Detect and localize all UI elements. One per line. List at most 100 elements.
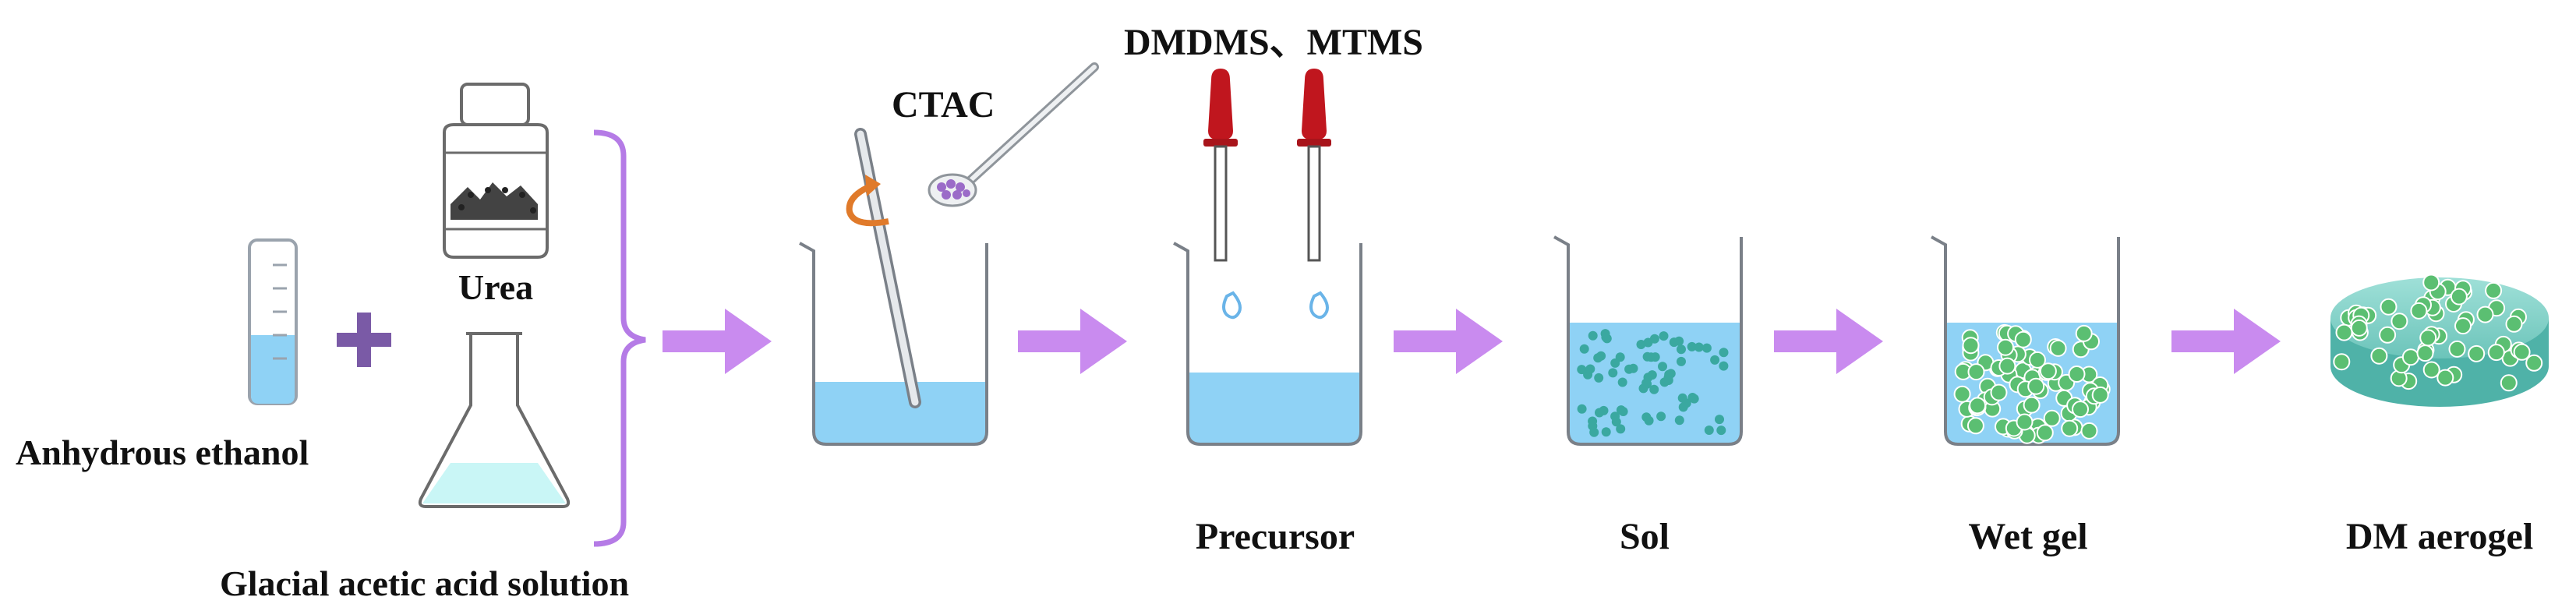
sol-particle bbox=[1594, 373, 1604, 383]
sol-particle bbox=[1608, 368, 1618, 378]
beaker-icon bbox=[799, 242, 988, 446]
sol-particle bbox=[1710, 355, 1720, 365]
sol-particle bbox=[1701, 343, 1712, 353]
sol-particle bbox=[1681, 398, 1691, 408]
plus-icon bbox=[337, 313, 391, 367]
bottle-icon bbox=[443, 83, 549, 259]
aerogel-particle bbox=[2476, 306, 2494, 323]
sol-label: Sol bbox=[1620, 516, 1670, 557]
gel-particle bbox=[2075, 324, 2093, 342]
gel-particle bbox=[2016, 413, 2034, 431]
gel-particle bbox=[2072, 401, 2089, 419]
sol-particle bbox=[1647, 370, 1657, 380]
gel-particle bbox=[1967, 363, 1985, 381]
aerogel-particle bbox=[2350, 319, 2368, 337]
gel-particle bbox=[1953, 385, 1971, 403]
dropper-icon bbox=[1297, 69, 1331, 262]
gel-particle bbox=[1969, 397, 1987, 415]
beaker-icon bbox=[1173, 242, 1362, 446]
sol-particle bbox=[1596, 351, 1606, 361]
sol-particle bbox=[1610, 358, 1620, 368]
gel-particle bbox=[2043, 409, 2061, 427]
arrow-icon bbox=[2171, 309, 2281, 374]
gel-particles bbox=[1953, 323, 2111, 444]
sol-particle bbox=[1704, 426, 1714, 435]
aerogel-particle bbox=[2370, 347, 2388, 365]
test-tube-icon bbox=[248, 238, 298, 405]
sol-particle bbox=[1589, 427, 1599, 437]
sol-particle bbox=[1624, 364, 1634, 374]
sol-particle bbox=[1646, 352, 1656, 362]
gel-particle bbox=[2068, 366, 2086, 383]
sol-particle bbox=[1694, 342, 1704, 352]
arrow-icon bbox=[1774, 309, 1883, 374]
gel-particle bbox=[2049, 339, 2067, 357]
aerogel-particle bbox=[2401, 348, 2419, 366]
sol-particle bbox=[1656, 411, 1666, 422]
urea-label: Urea bbox=[458, 267, 533, 307]
anhydrous-ethanol-label: Anhydrous ethanol bbox=[16, 433, 309, 472]
sol-particle bbox=[1577, 404, 1587, 414]
gel-particle bbox=[1966, 417, 1984, 435]
sol-particle bbox=[1579, 344, 1589, 354]
wet-gel-label: Wet gel bbox=[1968, 516, 2087, 557]
sol-particle bbox=[1595, 408, 1604, 418]
sol-particle bbox=[1663, 376, 1673, 385]
sol-particle bbox=[1601, 427, 1611, 437]
spoon-icon bbox=[928, 62, 1099, 207]
gel-particle bbox=[1997, 338, 2014, 356]
stir-rod-icon bbox=[846, 128, 921, 408]
aerogel-particle bbox=[2416, 344, 2434, 362]
arrow-icon bbox=[1394, 309, 1503, 374]
sol-particle bbox=[1636, 340, 1646, 349]
sol-particle bbox=[1616, 424, 1626, 434]
precursor-label: Precursor bbox=[1196, 516, 1355, 557]
dropper-icon bbox=[1203, 69, 1238, 262]
sol-particle bbox=[1588, 330, 1598, 341]
gel-particle bbox=[1962, 337, 1980, 355]
aerogel-particle bbox=[2380, 298, 2398, 316]
arrow-icon bbox=[1018, 309, 1127, 374]
gel-particle bbox=[2027, 377, 2045, 395]
aerogel-particle bbox=[2335, 323, 2353, 341]
gel-particle bbox=[2080, 422, 2098, 440]
gel-particle bbox=[2036, 424, 2054, 442]
sol-particle bbox=[1687, 393, 1698, 402]
aerogel-particle bbox=[2436, 369, 2454, 387]
aerogel-particle bbox=[2390, 313, 2408, 330]
dmdms-mtms-label: DMDMS、MTMS bbox=[1124, 22, 1423, 63]
sol-particle bbox=[1677, 356, 1686, 366]
aerogel-particle bbox=[2450, 288, 2468, 306]
sol-particle bbox=[1644, 415, 1654, 426]
sol-particle bbox=[1617, 377, 1627, 387]
ctac-label: CTAC bbox=[892, 84, 995, 125]
sol-particle bbox=[1677, 344, 1686, 355]
sol-particle bbox=[1585, 364, 1595, 374]
gel-particle bbox=[2023, 396, 2041, 414]
aerogel-particle bbox=[2422, 361, 2440, 379]
aerogel-particle bbox=[2505, 315, 2523, 333]
gel-particle bbox=[1990, 383, 2008, 401]
sol-particle bbox=[1719, 361, 1729, 371]
aerogel-particle bbox=[2485, 281, 2503, 299]
aerogel-particle bbox=[2419, 329, 2437, 347]
gel-particle bbox=[2029, 351, 2046, 369]
sol-particle bbox=[1658, 362, 1667, 372]
gel-particle bbox=[2014, 330, 2032, 348]
aerogel-particle bbox=[2500, 374, 2518, 392]
aerogel-particles bbox=[2333, 274, 2543, 392]
aerogel-particle bbox=[2454, 317, 2472, 335]
sol-particle bbox=[1610, 411, 1620, 422]
glacial-acetic-acid-label: Glacial acetic acid solution bbox=[220, 563, 629, 603]
aerogel-particle bbox=[2422, 274, 2440, 291]
sol-particle bbox=[1687, 341, 1697, 351]
gel-particle bbox=[2061, 419, 2079, 437]
sol-particles bbox=[1577, 329, 1729, 437]
sol-particle bbox=[1716, 426, 1726, 436]
sol-particle bbox=[1674, 415, 1684, 426]
brace-icon bbox=[593, 129, 646, 547]
aerogel-particle bbox=[2379, 326, 2397, 344]
sol-particle bbox=[1719, 348, 1729, 358]
beaker-icon bbox=[1553, 235, 1743, 446]
sol-particle bbox=[1659, 331, 1669, 341]
